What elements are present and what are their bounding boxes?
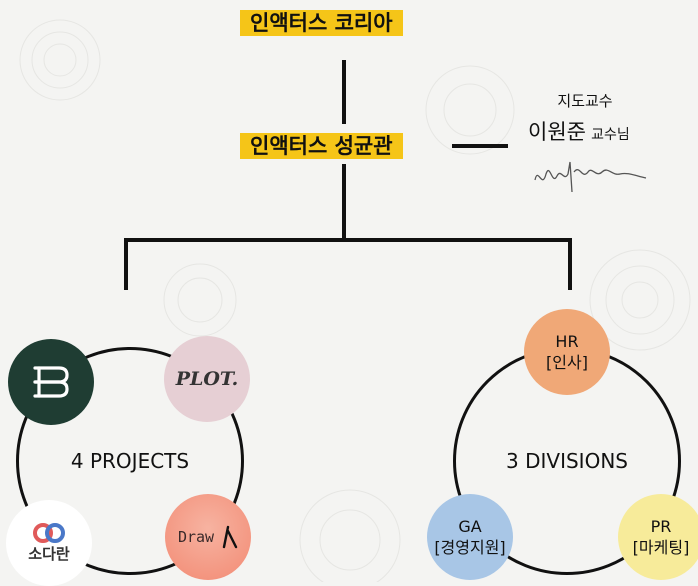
- draw-logo-text: Draw: [177, 527, 215, 546]
- division-ga[interactable]: GA [경영지원]: [427, 494, 513, 580]
- division-pr[interactable]: PR [마케팅]: [618, 494, 698, 580]
- sodaran-icon: [33, 522, 65, 543]
- advisor-suffix: 교수님: [591, 127, 630, 143]
- plot-logo[interactable]: PLOT.: [164, 336, 250, 422]
- advisor-signature: [534, 161, 647, 193]
- advisor-title: 지도교수: [557, 92, 613, 110]
- division-hr-abbr: HR: [555, 332, 579, 351]
- division-pr-name: [마케팅]: [632, 538, 690, 557]
- advisor-block: 이원준 교수님: [528, 116, 630, 146]
- plot-logo-text: PLOT.: [175, 367, 239, 390]
- divisions-label: 3 DIVISIONS: [506, 449, 628, 473]
- division-ga-abbr: GA: [458, 517, 482, 536]
- connector-left-branch: [124, 238, 128, 290]
- connector-mid-to-advisor: [452, 144, 508, 148]
- project-logo-1[interactable]: [8, 339, 94, 425]
- advisor-name: 이원준: [528, 120, 586, 144]
- draw-figure-icon: [222, 525, 238, 549]
- connector-horizontal: [124, 238, 572, 242]
- division-ga-name: [경영지원]: [434, 538, 506, 557]
- connector-right-branch: [568, 238, 572, 290]
- project-logo-1-icon: [33, 366, 69, 398]
- connector-mid-down: [342, 164, 346, 242]
- division-pr-abbr: PR: [650, 517, 672, 536]
- draw-logo-mark: Draw: [178, 525, 238, 549]
- draw-logo[interactable]: Draw: [165, 494, 251, 580]
- projects-ring: [16, 347, 244, 575]
- top-node-label: 인액터스 코리아: [240, 10, 403, 36]
- division-hr[interactable]: HR [인사]: [524, 309, 610, 395]
- connector-top-to-mid: [342, 60, 346, 124]
- sodaran-logo[interactable]: 소다란: [6, 500, 92, 586]
- projects-label: 4 PROJECTS: [70, 449, 190, 473]
- mid-node-label: 인액터스 성균관: [240, 133, 403, 159]
- division-hr-name: [인사]: [546, 353, 588, 372]
- sodaran-text: 소다란: [28, 544, 70, 563]
